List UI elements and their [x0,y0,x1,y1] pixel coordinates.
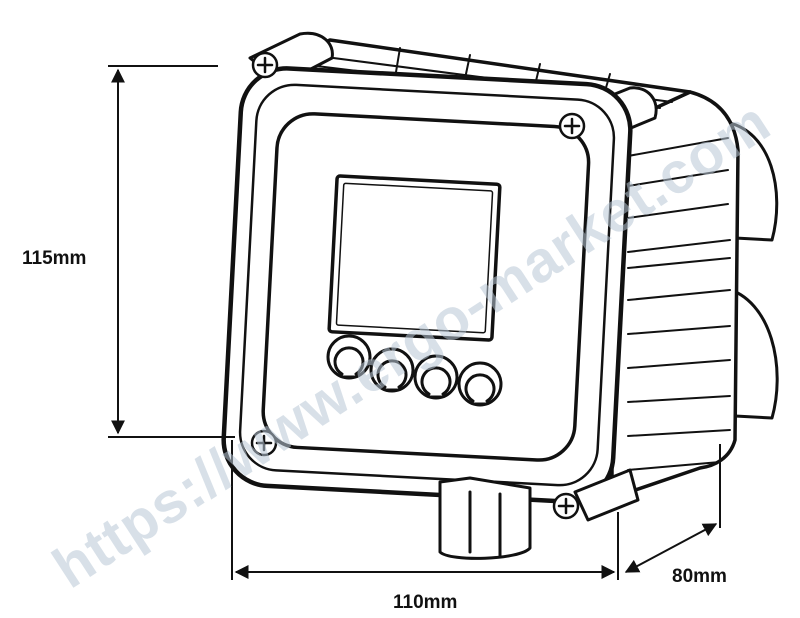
button-row [326,334,503,407]
housing-side-ribs [627,137,731,471]
height-label: 115mm [22,248,86,269]
button-2 [369,347,415,393]
height-dimension [108,65,235,438]
button-1 [326,334,372,380]
cable-gland-lower [723,286,779,420]
display-screen-inner [335,182,494,334]
controller-device [221,31,779,560]
width-dimension [231,440,619,580]
front-panel [261,112,591,462]
front-frame-inner [238,83,616,487]
screw-top-right [558,112,586,140]
depth-label: 80mm [672,566,727,587]
width-label: 110mm [393,592,457,613]
depth-arrow [624,523,718,573]
button-3 [413,354,459,400]
depth-dimension [624,444,721,573]
bottom-connector [438,476,532,560]
button-4 [457,361,503,407]
screw-bottom-left [250,429,278,457]
display-screen [327,174,502,342]
lug-bottom-right [573,468,640,522]
screw-top-left [251,51,279,79]
screw-bottom-right [552,492,580,520]
